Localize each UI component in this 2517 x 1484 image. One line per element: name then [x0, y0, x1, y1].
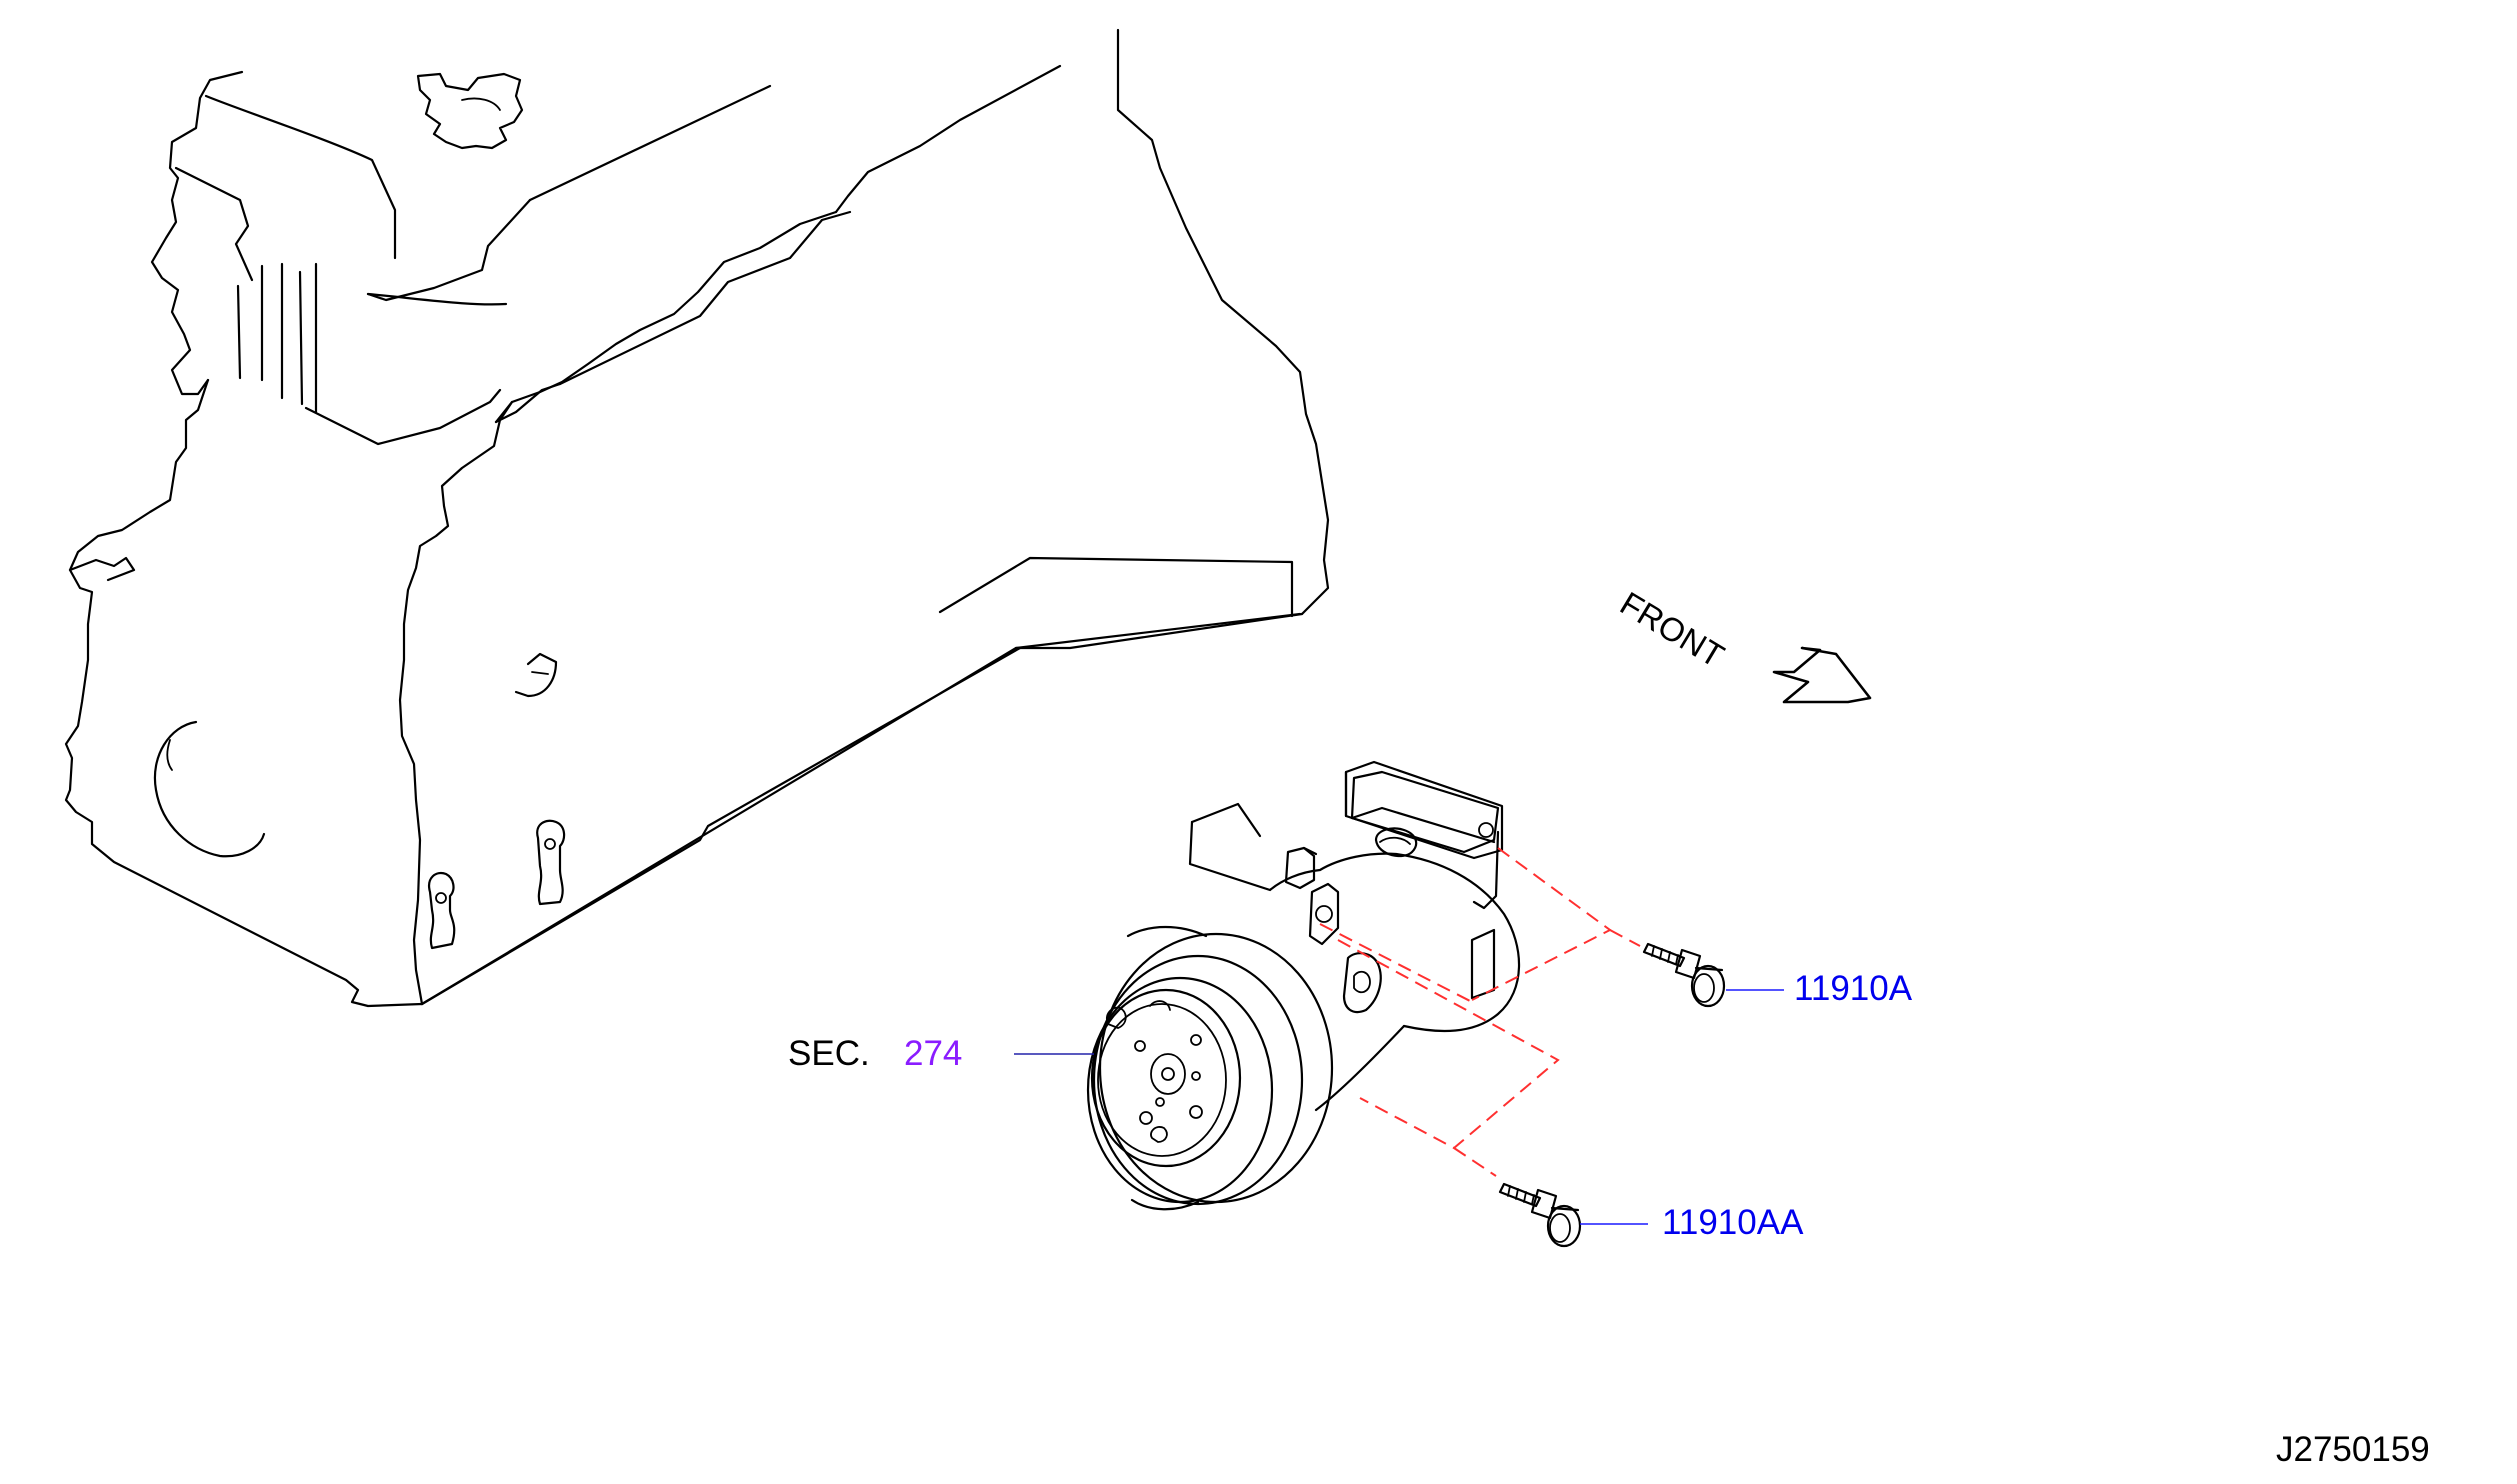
part-number-11910a[interactable]: 11910A [1794, 969, 1913, 1008]
drawing-id: J2750159 [2276, 1430, 2430, 1469]
ac-compressor [1086, 760, 1521, 1211]
section-prefix-label: SEC. [788, 1034, 870, 1073]
part-number-11910aa[interactable]: 11910AA [1662, 1203, 1804, 1242]
bolt-11910a [1642, 942, 1726, 1008]
engine-block-outline [64, 28, 1330, 1008]
section-reference-link[interactable]: 274 [904, 1034, 963, 1073]
mounting-guide-lines [1319, 847, 1641, 1177]
bolt-11910aa [1498, 1182, 1582, 1248]
front-arrow [1772, 646, 1872, 704]
